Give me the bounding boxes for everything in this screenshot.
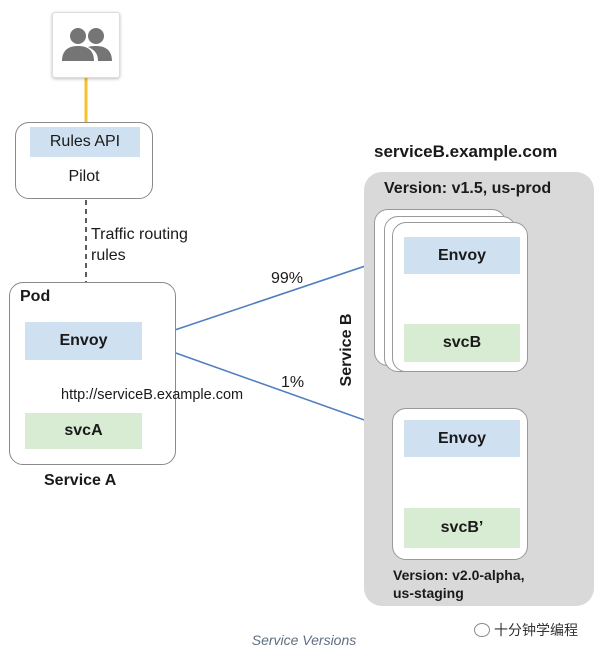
watermark: 十分钟学编程: [474, 620, 578, 640]
service-a-caption: Service A: [44, 472, 117, 489]
watermark-text: 十分钟学编程: [494, 623, 578, 639]
svc-b-v2: svcB’: [404, 508, 520, 548]
envoy-b-v1: Envoy: [404, 237, 520, 274]
svc-b-v1: svcB: [404, 324, 520, 362]
service-url: http://serviceB.example.com: [61, 387, 244, 403]
v2-title: Version: v2.0-alpha, us-staging: [393, 567, 525, 601]
users-box: [52, 12, 120, 78]
svc-a: svcA: [25, 413, 142, 449]
route-1-arrow: [141, 340, 400, 434]
v1-title: Version: v1.5, us-prod: [384, 180, 552, 197]
traffic-routing-note: Traffic routing rules: [91, 226, 188, 264]
route-99-arrow: [141, 252, 400, 342]
rules-api-label: Rules API: [30, 127, 140, 157]
pilot-label: Pilot: [68, 168, 100, 185]
pod-label: Pod: [20, 288, 51, 305]
route-99-label: 99%: [271, 270, 304, 287]
envoy-b-v2: Envoy: [404, 420, 520, 457]
service-b-domain: serviceB.example.com: [374, 142, 558, 161]
watermark-chat-icon: [474, 623, 490, 637]
pilot-box: Rules API Pilot: [15, 122, 153, 199]
figure-caption: Service Versions: [251, 632, 357, 648]
envoy-a: Envoy: [25, 322, 142, 360]
route-1-label: 1%: [281, 374, 305, 391]
users-icon: [62, 28, 112, 61]
service-b-side-label: Service B: [338, 313, 355, 387]
